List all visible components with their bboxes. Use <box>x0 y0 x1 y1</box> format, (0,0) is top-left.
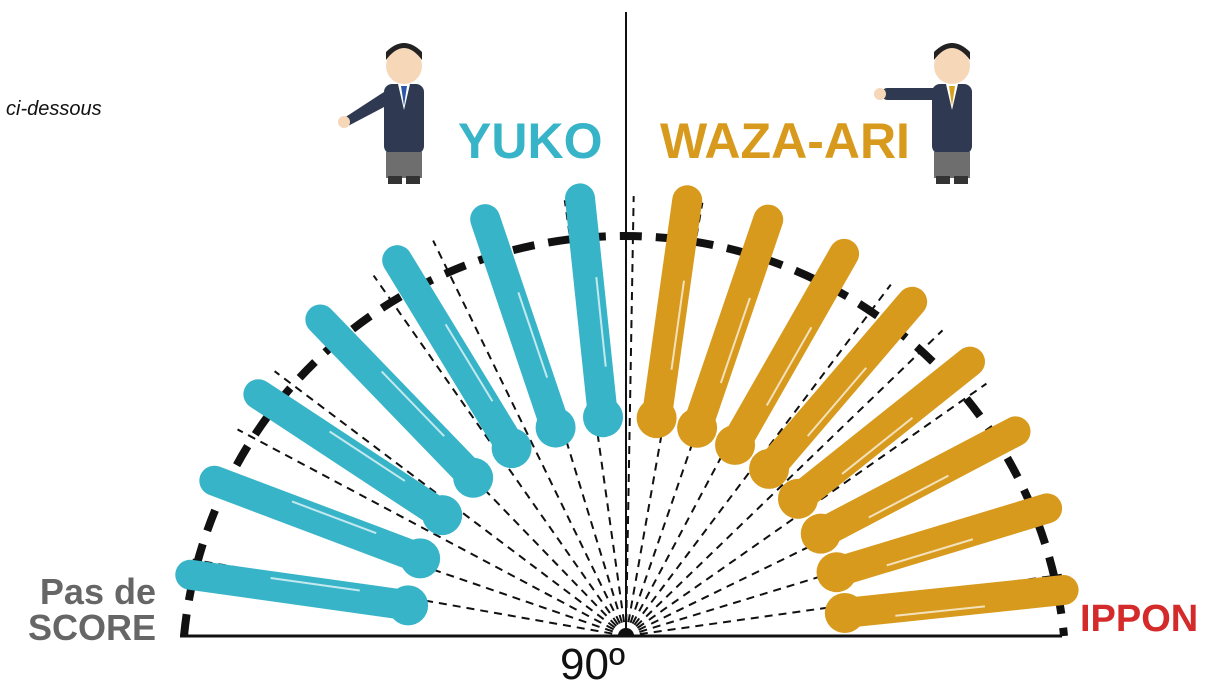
waza-ari-figure-3 <box>715 238 860 465</box>
waza-ari-figure-2 <box>677 204 784 448</box>
no-score-line1: Pas de <box>39 571 156 612</box>
waza-ari-figure-1 <box>636 185 703 439</box>
yuko-figure-5 <box>382 245 532 469</box>
yuko-figure-3 <box>243 379 463 536</box>
waza-ari-label: WAZA-ARI <box>660 113 910 169</box>
yuko-figure-6 <box>470 204 576 448</box>
no-score-label: Pas de SCORE <box>16 574 156 646</box>
referee-right-icon <box>874 43 972 184</box>
yuko-figure-4 <box>305 304 494 498</box>
ippon-label: IPPON <box>1080 598 1199 640</box>
no-score-line2: SCORE <box>27 607 156 648</box>
yuko-figures <box>175 183 624 626</box>
waza-ari-figure-5 <box>778 346 986 519</box>
yuko-figure-2 <box>199 465 441 579</box>
waza-ari-figures <box>636 185 1079 634</box>
waza-ari-figure-6 <box>800 416 1031 554</box>
caption-text: ci-dessous <box>6 98 102 120</box>
waza-ari-figure-7 <box>816 493 1063 593</box>
referee-left-icon <box>338 43 424 184</box>
angle-rays <box>192 196 1062 637</box>
waza-ari-figure-4 <box>749 286 928 489</box>
angle-label: 90º <box>560 640 626 689</box>
yuko-label: YUKO <box>458 113 603 169</box>
yuko-figure-7 <box>565 183 624 438</box>
yuko-figure-1 <box>175 559 429 626</box>
waza-ari-figure-8 <box>824 575 1079 634</box>
